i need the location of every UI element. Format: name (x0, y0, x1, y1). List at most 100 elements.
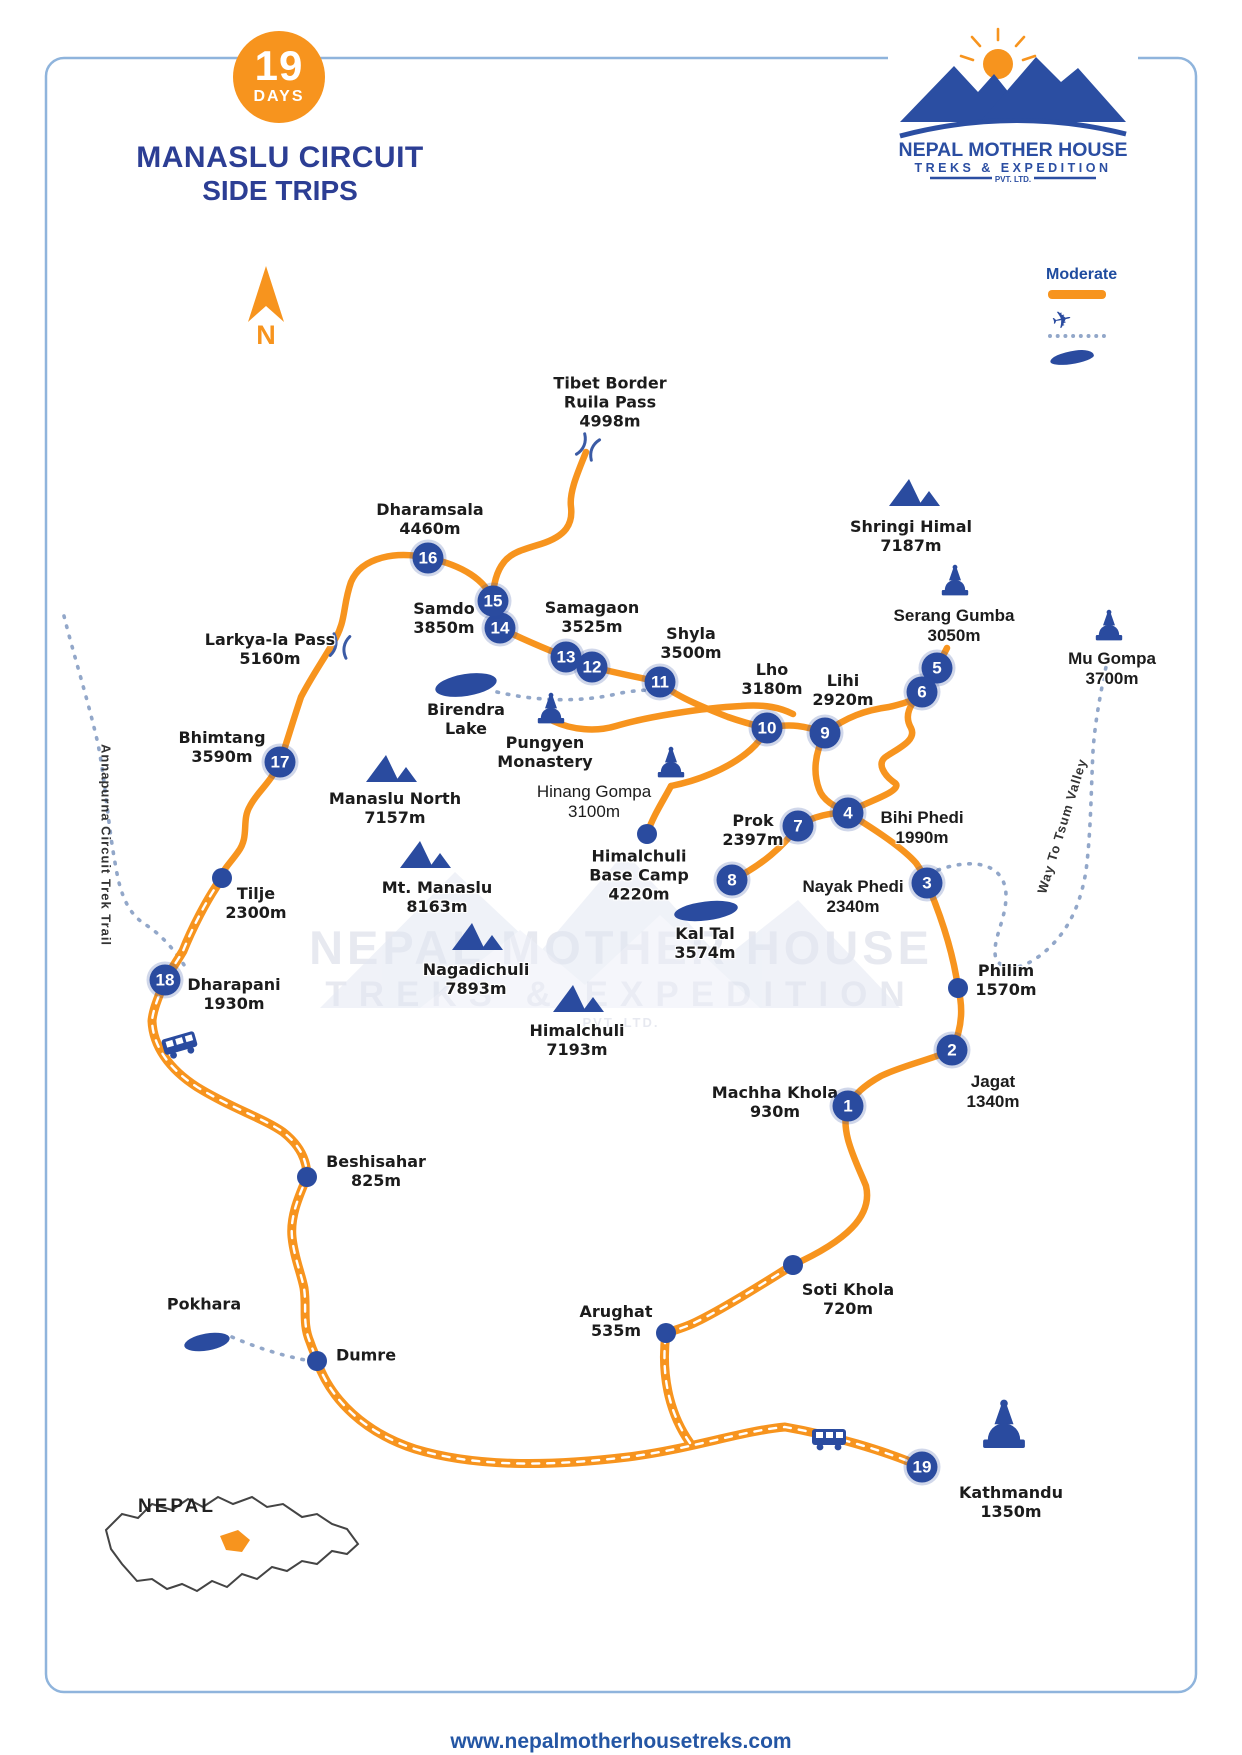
philim-dot (948, 978, 968, 998)
logo-graphic: NEPAL MOTHER HOUSE TREKS & EXPEDITION PV… (899, 27, 1127, 184)
map-label-himalchuli-base-camp: Himalchuli Base Camp 4220m (589, 846, 689, 904)
map-label-manaslu-north: Manaslu North 7157m (328, 789, 462, 827)
nepal-outline (104, 1495, 360, 1593)
tilje-dot (212, 868, 232, 888)
annapurna-trail-label: Annapurna Circuit Trek Trail (98, 743, 114, 947)
secondary-routes (62, 614, 1109, 1362)
stop-marker-10: 10 (751, 712, 783, 744)
stop-marker-7: 7 (782, 810, 814, 842)
stop-marker-3: 3 (911, 867, 943, 899)
days-label: DAYS (253, 88, 305, 105)
logo-subtext: PVT. LTD. (995, 175, 1031, 184)
page-border (44, 56, 1198, 1694)
mt-manaslu-icon (400, 841, 451, 868)
logo-sun-rays (959, 27, 1037, 62)
days-badge: 19 DAYS (233, 31, 325, 123)
map-label-machha-khola: Machha Khola 930m (711, 1083, 839, 1121)
title-line-1: MANASLU CIRCUIT (136, 141, 424, 174)
map-label-mu-gompa: Mu Gompa 3700m (1068, 648, 1156, 688)
map-label-himalchuli-peak: Himalchuli 7193m (529, 1021, 625, 1059)
stop-marker-13: 13 (550, 641, 582, 673)
map-title: MANASLU CIRCUIT SIDE TRIPS (50, 142, 510, 208)
map-label-dumre: Dumre (335, 1345, 397, 1365)
map-label-dharapani: Dharapani 1930m (187, 975, 281, 1013)
stop-marker-1: 1 (832, 1090, 864, 1122)
map-label-pokhara: Pokhara (166, 1294, 242, 1314)
map-label-nagadichuli: Nagadichuli 7893m (422, 960, 530, 998)
map-label-larkya-pass: Larkya-la Pass 5160m (204, 630, 336, 668)
map-label-dharamsala: Dharamsala 4460m (376, 500, 484, 538)
stop-marker-9: 9 (809, 717, 841, 749)
days-number: 19 (254, 42, 304, 89)
map-label-tilje: Tilje 2300m (225, 884, 287, 922)
map-label-pungyen-monastery: Pungyen Monastery (497, 733, 593, 771)
map-label-samdo: Samdo 3850m (413, 599, 475, 637)
map-label-tibet-border: Tibet Border Ruila Pass 4998m (553, 373, 667, 431)
title-line-2: SIDE TRIPS (202, 175, 358, 206)
map-label-arughat: Arughat 535m (579, 1302, 653, 1340)
stop-marker-19: 19 (906, 1451, 938, 1483)
kal-tal-lake-icon (674, 900, 738, 922)
company-logo: NEPAL MOTHER HOUSE TREKS & EXPEDITION PV… (888, 24, 1138, 184)
map-label-birendra-lake: Birendra Lake (427, 700, 505, 738)
map-label-soti-khola: Soti Khola 720m (801, 1280, 895, 1318)
birendra-lake-icon (435, 673, 497, 697)
watermark-line-3: PVT. LTD. (582, 1015, 660, 1030)
stop-marker-18: 18 (149, 964, 181, 996)
stop-marker-8: 8 (716, 864, 748, 896)
map-label-bihi-phedi: Bihi Phedi 1990m (880, 807, 964, 847)
lakes (184, 673, 738, 1352)
website-link[interactable]: www.nepalmotherhousetreks.com (450, 1730, 792, 1753)
inset-country-label: NEPAL (138, 1496, 216, 1517)
map-label-lho: Lho 3180m (741, 660, 803, 698)
logo-sun (983, 49, 1013, 79)
stop-marker-17: 17 (264, 746, 296, 778)
logo-tagline: TREKS & EXPEDITION (914, 161, 1111, 175)
legend-secondary-route-swatch (1048, 334, 1106, 338)
soti-khola-dot (783, 1255, 803, 1275)
map-label-jagat: Jagat 1340m (966, 1071, 1020, 1111)
legend-trekking-route-swatch (1048, 290, 1106, 299)
ruila-pass-icon (574, 432, 602, 462)
manaslu-region-highlight (220, 1530, 250, 1552)
hinang-gompa-icon (657, 746, 685, 778)
annapurna-trail-path (62, 614, 188, 970)
map-label-shringi-himal: Shringi Himal 7187m (849, 517, 973, 555)
kathmandu-stupa-icon (983, 1399, 1025, 1449)
map-label-shyla: Shyla 3500m (660, 624, 722, 662)
map-label-bhimtang: Bhimtang 3590m (178, 728, 266, 766)
north-arrow-icon (248, 266, 284, 322)
map-label-samagaon: Samagaon 3525m (544, 598, 640, 636)
map-label-prok: Prok 2397m (722, 811, 784, 849)
stop-marker-12: 12 (576, 651, 608, 683)
stop-marker-4: 4 (832, 797, 864, 829)
map-label-lihi: Lihi 2920m (812, 671, 874, 709)
pungyen-monastery-icon (537, 692, 565, 724)
legend-difficulty-value: Moderate (1046, 266, 1118, 283)
compass: N (236, 262, 296, 351)
beshisahar-dot (297, 1167, 317, 1187)
watermark-mountains (320, 852, 900, 1008)
map-label-philim: Philim 1570m (975, 961, 1037, 999)
map-label-kal-tal: Kal Tal 3574m (674, 924, 736, 962)
logo-swoosh (899, 118, 1127, 139)
pokhara-lake-icon (184, 1332, 230, 1352)
map-label-hinang-gompa: Hinang Gompa 3100m (536, 781, 652, 821)
bus-icon-kathmandu (812, 1429, 846, 1451)
logo-mountains (900, 57, 1126, 122)
stop-marker-15: 15 (477, 585, 509, 617)
map-label-serang-gumba: Serang Gumba 3050m (893, 605, 1015, 645)
stop-marker-2: 2 (936, 1034, 968, 1066)
serang-gumba-icon (941, 564, 969, 596)
compass-north-label: N (256, 320, 276, 350)
birendra-lake-path (495, 688, 662, 702)
stop-marker-14: 14 (484, 612, 516, 644)
map-label-mt-manaslu: Mt. Manaslu 8163m (381, 878, 493, 916)
shringi-himal-icon (889, 479, 940, 506)
manaslu-north-icon (366, 755, 417, 782)
dumre-dot (307, 1351, 327, 1371)
mu-gompa-icon (1095, 609, 1123, 641)
map-label-beshisahar: Beshisahar 825m (326, 1152, 426, 1190)
map-label-kathmandu: Kathmandu 1350m (959, 1483, 1063, 1521)
